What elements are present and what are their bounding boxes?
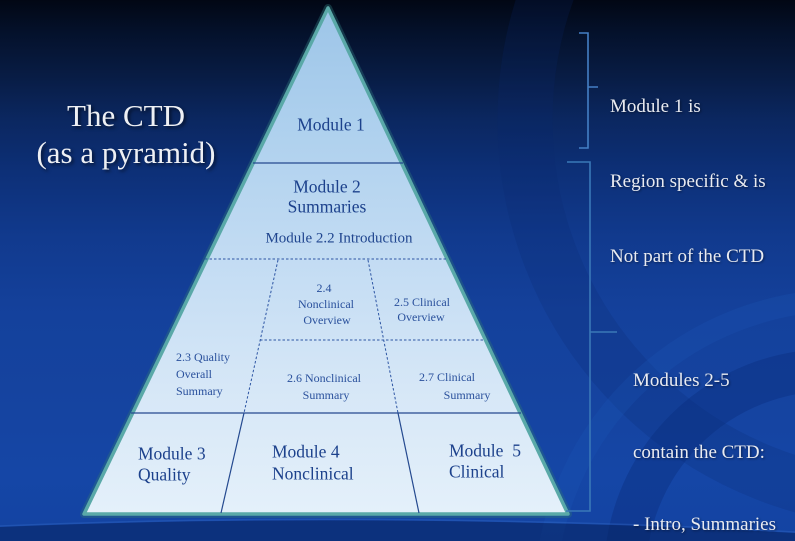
divider-25-dashed-line — [367, 259, 399, 414]
pyramid — [80, 4, 572, 518]
bracket-modules2-5 — [566, 161, 617, 512]
module2-sublabel: Summaries — [287, 196, 367, 217]
module4-label: Module 4 — [272, 441, 340, 462]
module1-label: Module 1 — [297, 114, 365, 135]
bracket-module1 — [579, 32, 598, 149]
module5-sublabel: Clinical — [449, 461, 505, 482]
pyramid-shape — [82, 6, 570, 516]
divider-23-dashed-line — [243, 259, 279, 414]
section-25-label-line2: Overview — [397, 310, 445, 324]
section-23-label-line3: Summary — [176, 384, 223, 398]
module1-annotation: Module 1 is Region specific & is Not par… — [610, 44, 766, 319]
modules2-5-annotation-line2: contain the CTD: — [633, 442, 765, 463]
module1-annotation-line2: Region specific & is — [610, 171, 766, 192]
section-26-label-line1: 2.6 Nonclinical — [287, 371, 361, 385]
divider-module3-4-line — [220, 412, 245, 514]
module3-sublabel: Quality — [138, 464, 191, 485]
section-23-label-line2: Overall — [176, 367, 212, 381]
divider-module4-5-line — [397, 412, 420, 514]
section-24-label-line2: Nonclinical — [298, 297, 354, 311]
slide-title-line2: (as a pyramid) — [36, 135, 216, 170]
slide-title: The CTD (as a pyramid) — [16, 97, 236, 171]
module5-label: Module 5 — [449, 440, 521, 461]
section-26-label-line2: Summary — [302, 388, 350, 402]
modules2-5-annotation-line1: Modules 2-5 — [633, 370, 730, 391]
section-24-label-line1: 2.4 — [316, 281, 332, 295]
section-23-label-line1: 2.3 Quality — [176, 350, 230, 364]
module1-annotation-line3: Not part of the CTD — [610, 246, 765, 267]
slide-title-line1: The CTD — [67, 98, 185, 133]
modules2-5-annotation: Modules 2-5 contain the CTD: - Intro, Su… — [633, 321, 776, 541]
section-25-label-line1: 2.5 Clinical — [394, 295, 450, 309]
module1-annotation-line1: Module 1 is — [610, 96, 701, 117]
module2-label: Module 2 — [293, 176, 361, 197]
section-27-label-line1: 2.7 Clinical — [419, 370, 475, 384]
module3-label: Module 3 — [138, 443, 206, 464]
module4-sublabel: Nonclinical — [272, 463, 354, 484]
modules2-5-annotation-line3: - Intro, Summaries — [633, 514, 777, 535]
module22-label: Module 2.2 Introduction — [265, 230, 413, 247]
section-27-label-line2: Summary — [443, 388, 491, 402]
section-24-label-line3: Overview — [303, 313, 351, 327]
